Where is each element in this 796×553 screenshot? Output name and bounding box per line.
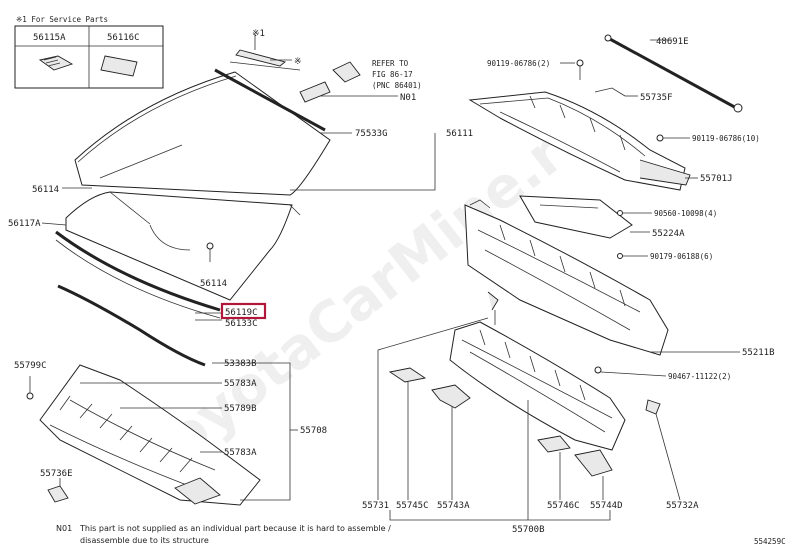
label-asterisk-1: ※1 — [252, 29, 265, 39]
part-label-56114-b[interactable]: 56114 — [200, 279, 227, 289]
lower-glass-frame — [65, 191, 293, 301]
clip-55799C — [26, 392, 34, 400]
moulding-56117A — [55, 230, 221, 312]
seal-55736E — [47, 485, 69, 503]
service-cell-56116C[interactable]: 56116C — [107, 33, 140, 43]
diagram-id: 554259C — [754, 537, 786, 546]
part-label-55743A[interactable]: 55743A — [437, 501, 470, 511]
bracket-55735F — [594, 87, 626, 97]
part-label-55732A[interactable]: 55732A — [666, 501, 699, 511]
clip-dash — [487, 291, 499, 311]
bracket-55743A — [431, 384, 471, 409]
part-label-75533G[interactable]: 75533G — [355, 129, 388, 139]
part-label-56119C[interactable]: 56119C — [225, 308, 258, 318]
cowl-panel-55700B — [449, 321, 626, 451]
bracket-55746C — [537, 435, 571, 453]
part-label-55735F[interactable]: 55735F — [640, 93, 673, 103]
weatherstrip-53383B — [57, 284, 206, 367]
bracket-55745C — [388, 367, 427, 383]
bolt-90119-2 — [576, 59, 584, 67]
footnote-line2: disassemble due to its structure — [80, 536, 209, 545]
clip-90179 — [617, 253, 623, 259]
clip-56115A-icon — [38, 55, 74, 71]
bracket-n01-a — [299, 81, 331, 103]
part-label-90560-10098-4[interactable]: 90560-10098(4) — [654, 209, 717, 218]
part-label-N01[interactable]: N01 — [400, 93, 416, 103]
part-label-90467-11122-2[interactable]: 90467-11122(2) — [668, 372, 731, 381]
part-label-56111[interactable]: 56111 — [446, 129, 473, 139]
footnote-line1: This part is not supplied as an individu… — [79, 524, 391, 533]
bracket-n01-b — [332, 61, 361, 83]
bracket-55744D — [574, 449, 613, 477]
part-label-55700B[interactable]: 55700B — [512, 525, 545, 535]
windshield-glass — [74, 71, 331, 196]
service-cell-56115A[interactable]: 56115A — [33, 33, 66, 43]
part-label-90119-06786-2[interactable]: 90119-06786(2) — [487, 59, 550, 68]
part-label-55783A-2[interactable]: 55783A — [224, 448, 257, 458]
bolt-90119-10 — [656, 134, 664, 142]
pad-56116C-icon — [100, 55, 138, 77]
panel-55224A — [519, 195, 633, 239]
clip-asterisk — [235, 49, 286, 67]
part-label-55789B[interactable]: 55789B — [224, 404, 257, 414]
part-label-55211B[interactable]: 55211B — [742, 348, 775, 358]
part-label-55708[interactable]: 55708 — [300, 426, 327, 436]
part-label-90119-06786-10[interactable]: 90119-06786(10) — [692, 134, 760, 143]
highlight-box-56119C — [220, 302, 267, 320]
footnote-code: N01 — [56, 524, 72, 533]
part-label-90179-06188-6[interactable]: 90179-06188(6) — [650, 252, 713, 261]
part-label-55224A[interactable]: 55224A — [652, 229, 685, 239]
rod-48691E — [607, 36, 741, 112]
part-label-56133C[interactable]: 56133C — [225, 319, 258, 329]
service-parts-box: ※1 For Service Parts 56115A 56116C — [14, 15, 164, 89]
cowl-panel-55701J — [468, 91, 691, 191]
part-label-55783A-1[interactable]: 55783A — [224, 379, 257, 389]
strip-75533G — [214, 68, 326, 132]
clip-90560 — [617, 210, 623, 216]
refer-note-line1: REFER TO — [372, 59, 409, 68]
part-label-55744D[interactable]: 55744D — [590, 501, 623, 511]
bolt-90467 — [594, 366, 602, 374]
part-label-55736E[interactable]: 55736E — [40, 469, 73, 479]
part-label-48691E[interactable]: 48691E — [656, 37, 689, 47]
moulding-56117A-inner — [55, 239, 221, 319]
part-label-55746C[interactable]: 55746C — [547, 501, 580, 511]
part-label-55745C[interactable]: 55745C — [396, 501, 429, 511]
bracket-55732A — [645, 399, 661, 415]
part-label-55731[interactable]: 55731 — [362, 501, 389, 511]
clip-56114 — [206, 242, 214, 250]
label-asterisk: ※ — [294, 57, 302, 67]
refer-note-line2: FIG 86-17 — [372, 70, 413, 79]
refer-note-line3: (PNC 86401) — [372, 81, 422, 90]
cowl-louver-55708 — [39, 364, 261, 506]
part-label-55799C[interactable]: 55799C — [14, 361, 47, 371]
service-parts-title: ※1 For Service Parts — [16, 15, 108, 24]
part-label-56114-a[interactable]: 56114 — [32, 185, 59, 195]
part-label-56117A[interactable]: 56117A — [8, 219, 41, 229]
part-label-55701J[interactable]: 55701J — [700, 174, 733, 184]
part-label-53383B[interactable]: 53383B — [224, 359, 257, 369]
dash-panel-55211B — [464, 199, 669, 356]
